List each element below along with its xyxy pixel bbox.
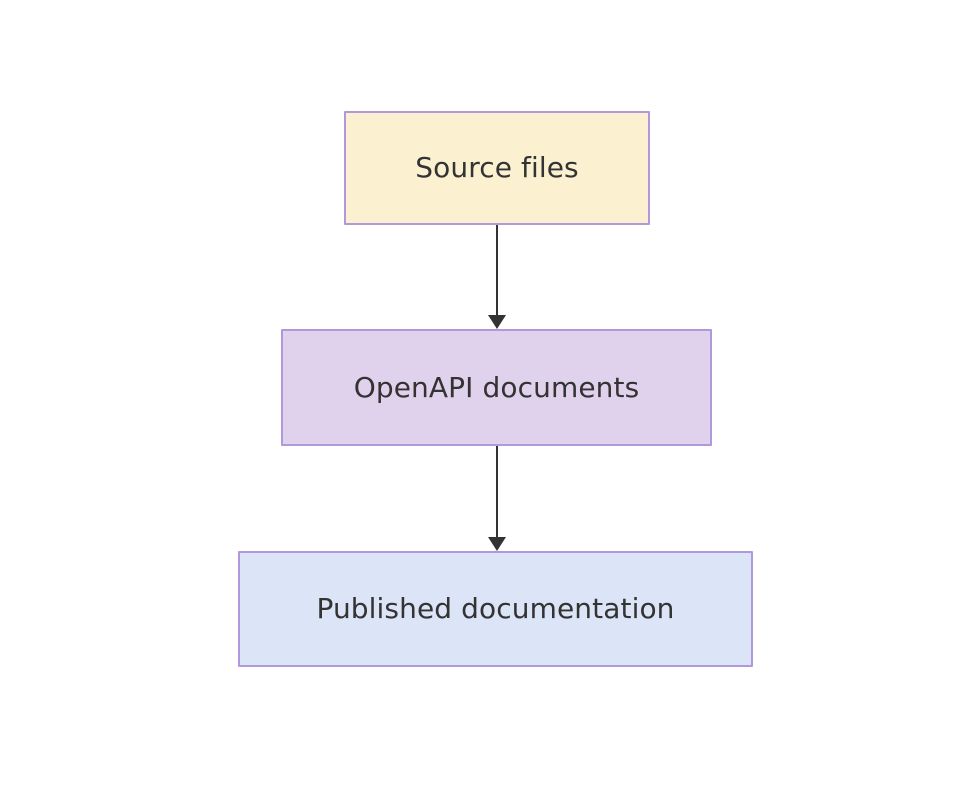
flowchart-node-source-files[interactable]: Source files [344, 111, 650, 225]
edge-openapi-to-published-arrowhead [488, 537, 506, 551]
flowchart-node-label: Source files [415, 151, 579, 185]
flowchart-node-published-documentation[interactable]: Published documentation [238, 551, 753, 667]
edge-openapi-to-published [488, 446, 506, 551]
flowchart-node-label: Published documentation [316, 592, 675, 626]
edge-source-to-openapi-arrowhead [488, 315, 506, 329]
edge-source-to-openapi [488, 225, 506, 329]
flowchart-node-label: OpenAPI documents [353, 370, 640, 404]
flowchart-node-openapi-documents[interactable]: OpenAPI documents [281, 329, 712, 446]
